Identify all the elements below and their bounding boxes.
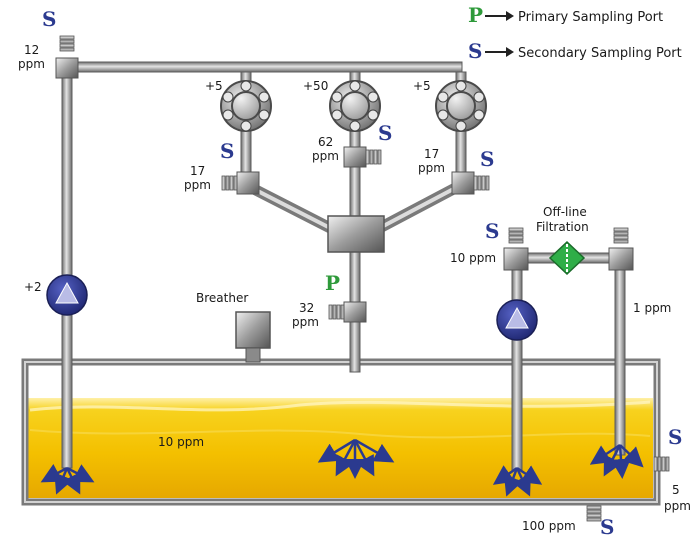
legend-primary-symbol: P	[468, 3, 483, 27]
legend-primary-label: Primary Sampling Port	[518, 10, 663, 25]
side-port-ppm-value: 5	[672, 483, 680, 497]
secondary-port-symbol: S	[480, 147, 494, 171]
top-left-elbow	[55, 57, 79, 79]
legend: P Primary Sampling Port S Secondary Samp…	[468, 3, 682, 63]
top-left-ppm-unit: ppm	[18, 57, 45, 71]
offline-label-line1: Off-line	[543, 205, 587, 219]
right-return-sampling-port[interactable]	[473, 175, 490, 191]
offline-label-line2: Filtration	[536, 220, 589, 234]
left-port-ppm-value: 17	[190, 164, 205, 178]
secondary-port-symbol: S	[42, 7, 56, 31]
offline-left-elbow	[503, 247, 529, 271]
center-port-ppm-value: 62	[318, 135, 333, 149]
left-pump-label: +2	[24, 280, 42, 294]
legend-secondary-symbol: S	[468, 39, 482, 63]
header-pipe	[69, 61, 463, 73]
offline-right-elbow	[608, 247, 634, 271]
secondary-port-symbol: S	[485, 219, 499, 243]
side-port-ppm-unit: ppm	[664, 499, 691, 513]
return-manifold	[327, 215, 385, 253]
bearing-left-label: +5	[205, 79, 223, 93]
center-bearing-fitting	[343, 146, 367, 168]
return-arrows-offline	[589, 443, 644, 479]
offline-suction-pipe	[511, 254, 523, 471]
left-return-sampling-port[interactable]	[221, 175, 238, 191]
bottom-port-ppm-label: 100 ppm	[522, 519, 576, 533]
bearing-center-label: +50	[303, 79, 328, 93]
right-return-fitting	[451, 171, 475, 195]
primary-sampling-port[interactable]	[328, 304, 345, 320]
breather-label: Breather	[196, 291, 248, 305]
left-return-fitting	[236, 171, 260, 195]
reservoir-ppm-label: 10 ppm	[158, 435, 204, 449]
suction-arrows-left	[40, 464, 95, 495]
bearing-right-icon	[435, 80, 487, 132]
primary-port-symbol: P	[325, 271, 340, 295]
primary-port-fitting	[343, 301, 367, 323]
breather-icon	[235, 311, 271, 363]
offline-pump-icon	[496, 299, 538, 341]
secondary-port-symbol: S	[378, 121, 392, 145]
return-arrows-center	[317, 438, 395, 479]
right-port-ppm-unit: ppm	[418, 161, 445, 175]
center-bearing-sampling-port[interactable]	[365, 149, 382, 165]
secondary-port-symbol: S	[220, 139, 234, 163]
filter-icon	[548, 240, 586, 276]
bearing-right-label: +5	[413, 79, 431, 93]
primary-port-ppm-value: 32	[299, 301, 314, 315]
legend-secondary-label: Secondary Sampling Port	[518, 46, 682, 61]
left-pump-icon	[46, 274, 88, 316]
left-supply-pipe	[61, 67, 73, 469]
center-port-ppm-unit: ppm	[312, 149, 339, 163]
bearing-left-icon	[220, 80, 272, 132]
top-left-sampling-port[interactable]	[59, 35, 75, 52]
tank-bottom-drain-port[interactable]	[586, 505, 602, 522]
offline-ppm-label: 10 ppm	[450, 251, 496, 265]
offline-right-plug	[613, 227, 629, 244]
reservoir	[21, 358, 661, 506]
left-port-ppm-unit: ppm	[184, 178, 211, 192]
primary-port-ppm-unit: ppm	[292, 315, 319, 329]
offline-return-pipe	[614, 254, 626, 456]
tank-side-sampling-port[interactable]	[653, 456, 670, 472]
right-port-ppm-value: 17	[424, 147, 439, 161]
secondary-port-symbol: S	[668, 425, 682, 449]
bearing-center-icon	[329, 80, 381, 132]
secondary-port-symbol: S	[600, 515, 614, 539]
suction-arrows-offline	[492, 465, 543, 497]
top-left-ppm-value: 12	[24, 43, 39, 57]
return-ppm-label: 1 ppm	[633, 301, 671, 315]
offline-sampling-port[interactable]	[508, 227, 524, 244]
